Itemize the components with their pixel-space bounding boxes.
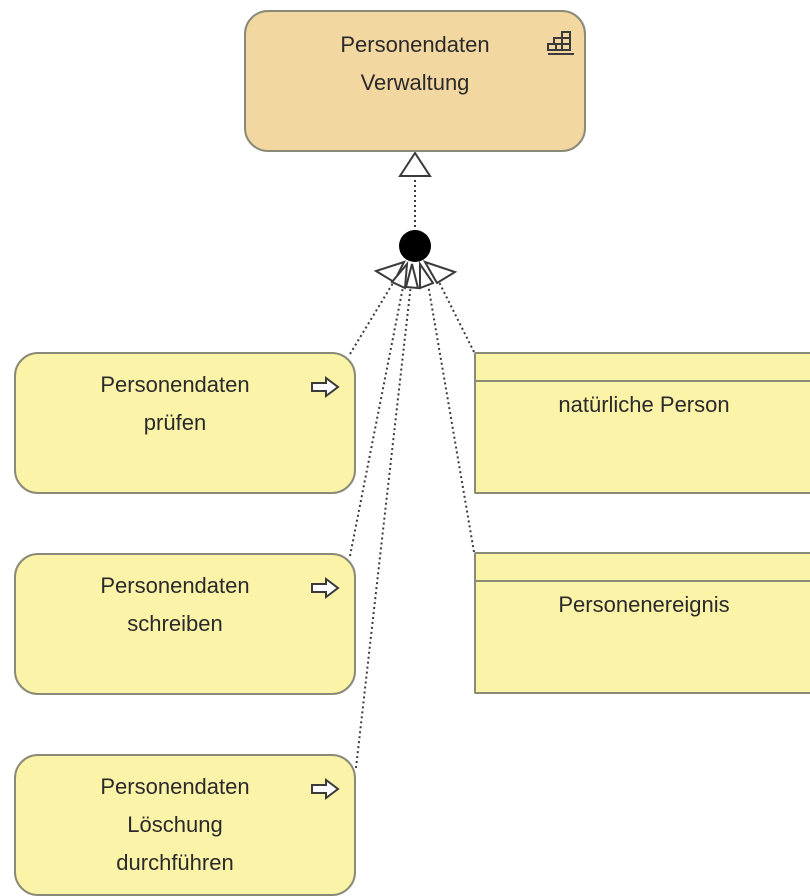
business-process-personendaten-loeschung-durchfuehren[interactable]: Personendaten Löschung durchführen bbox=[14, 754, 356, 896]
realization-arrowhead-component bbox=[398, 151, 432, 177]
connector-schreiben[interactable] bbox=[349, 281, 405, 557]
component-label-line-2: Verwaltung bbox=[360, 70, 470, 95]
component-label-line-1: Personendaten bbox=[340, 32, 490, 57]
process-label-line-1: Personendaten bbox=[100, 573, 250, 598]
and-junction bbox=[399, 230, 431, 262]
business-process-personendaten-schreiben[interactable]: Personendaten schreiben bbox=[14, 553, 356, 695]
realization-arrowhead-personenereignis bbox=[419, 260, 435, 290]
data-object-personenereignis[interactable]: Personenereignis bbox=[474, 552, 810, 694]
realization-arrowhead-natuerliche-person bbox=[422, 260, 458, 285]
process-label: Personendaten prüfen bbox=[56, 366, 294, 442]
process-label-line-1: Personendaten bbox=[100, 774, 250, 799]
process-label-line-2: schreiben bbox=[127, 611, 223, 636]
connector-natuerliche-person[interactable] bbox=[437, 279, 475, 353]
realization-arrowhead-schreiben bbox=[390, 260, 409, 290]
process-label-line-1: Personendaten bbox=[100, 372, 250, 397]
process-arrow-icon bbox=[311, 778, 340, 800]
realization-arrowhead-pruefen bbox=[373, 260, 406, 284]
data-object-natuerliche-person[interactable]: natürliche Person bbox=[474, 352, 810, 494]
process-label-line-2: prüfen bbox=[143, 410, 207, 435]
data-object-header-line bbox=[476, 580, 810, 582]
process-arrow-icon bbox=[311, 376, 340, 398]
process-label-line-3: durchführen bbox=[116, 850, 234, 875]
data-object-header-line bbox=[476, 380, 810, 382]
business-process-personendaten-pruefen[interactable]: Personendaten prüfen bbox=[14, 352, 356, 494]
process-arrow-icon bbox=[311, 577, 340, 599]
data-object-label: natürliche Person bbox=[558, 392, 730, 417]
application-component-personendaten-verwaltung[interactable]: Personendaten Verwaltung bbox=[244, 10, 586, 152]
component-label: Personendaten Verwaltung bbox=[286, 26, 544, 102]
connector-loeschung[interactable] bbox=[355, 283, 412, 769]
data-object-label: Personenereignis bbox=[558, 592, 730, 617]
connector-pruefen[interactable] bbox=[349, 277, 397, 355]
application-component-icon bbox=[547, 31, 574, 55]
process-label: Personendaten schreiben bbox=[56, 567, 294, 643]
process-label-line-2: Löschung bbox=[127, 812, 223, 837]
process-label: Personendaten Löschung durchführen bbox=[56, 768, 294, 882]
connector-personenereignis[interactable] bbox=[427, 283, 475, 553]
realization-arrowhead-loeschung bbox=[404, 263, 420, 290]
